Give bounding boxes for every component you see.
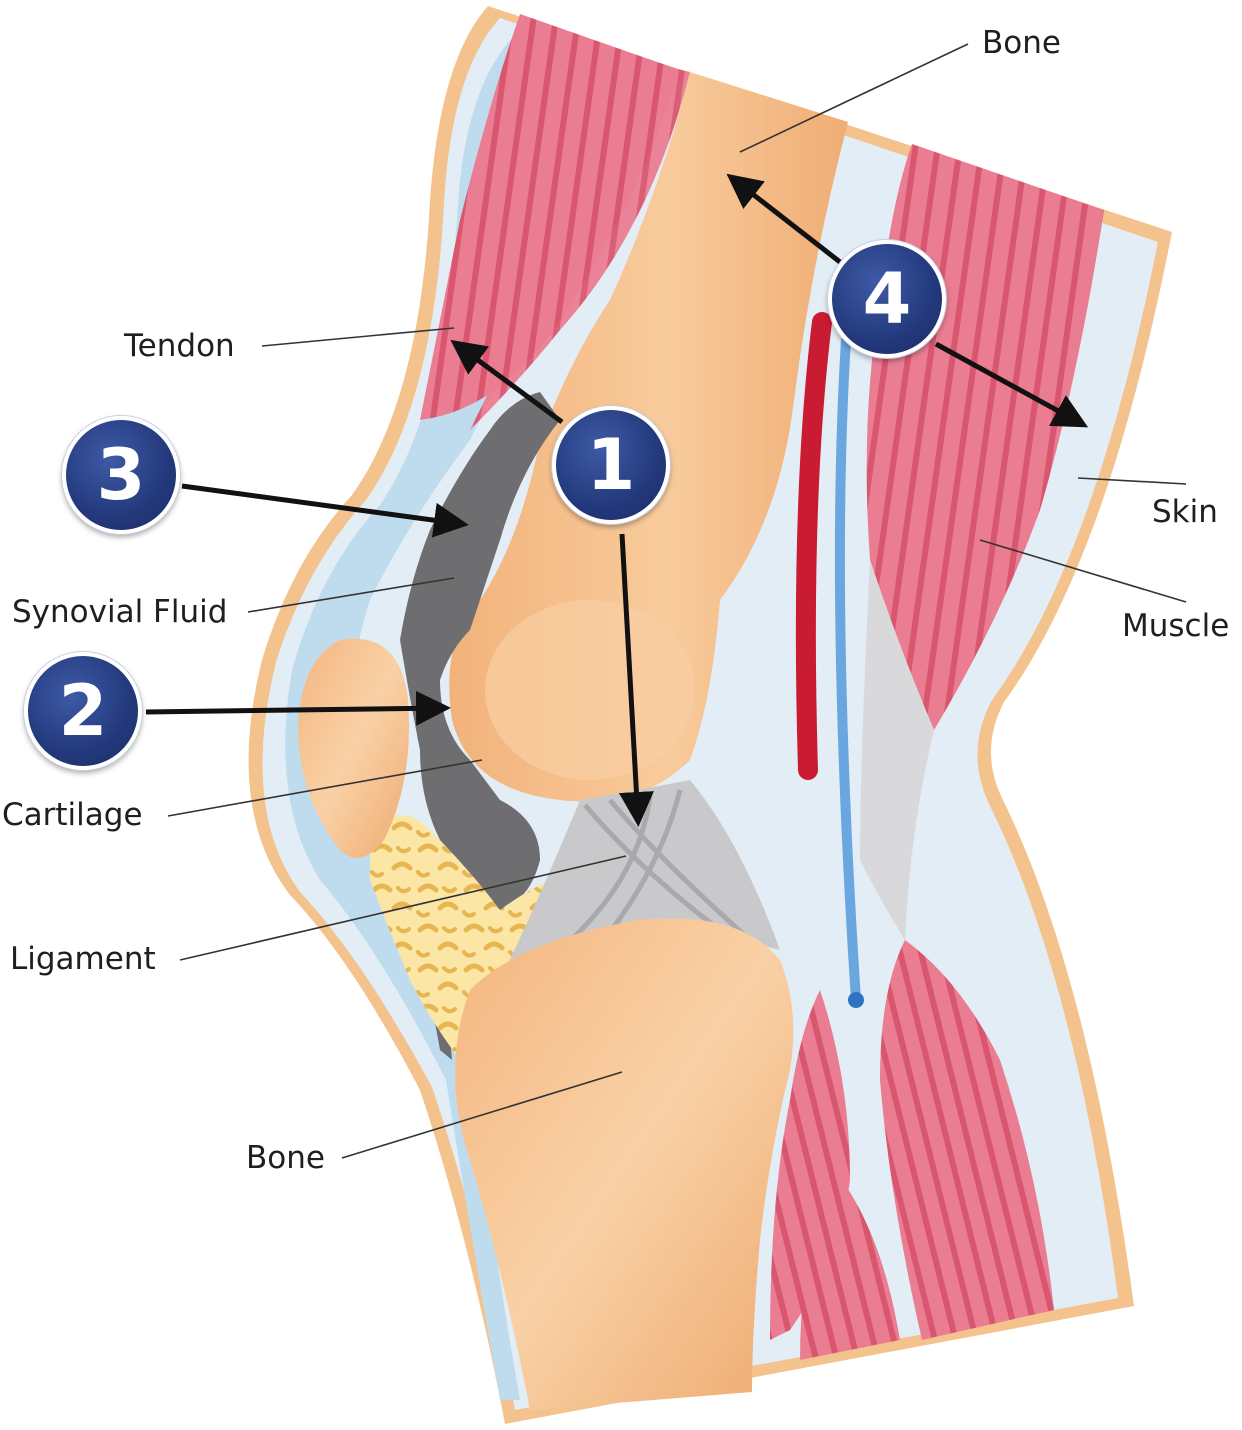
label-bone-bottom: Bone <box>246 1140 325 1176</box>
patella <box>298 638 409 858</box>
label-skin: Skin <box>1152 494 1218 530</box>
calf-muscle-b <box>800 1160 900 1360</box>
badge-3: 3 <box>62 416 180 534</box>
badge-1: 1 <box>552 406 670 524</box>
back-tendon <box>860 560 934 940</box>
label-cartilage: Cartilage <box>2 797 143 833</box>
fat-pad <box>370 815 580 1060</box>
badge-4: 4 <box>828 240 946 358</box>
femur-condyle <box>485 600 695 780</box>
tibia <box>455 918 794 1410</box>
vein <box>834 335 861 1005</box>
label-synovial-fluid: Synovial Fluid <box>12 594 228 630</box>
arrows <box>145 173 1089 827</box>
vein-end <box>848 992 864 1008</box>
artery <box>795 312 832 780</box>
label-ligament: Ligament <box>10 941 156 977</box>
label-bone-top: Bone <box>982 25 1061 61</box>
leader-lines <box>167 43 1187 1159</box>
front-muscle-lower <box>470 40 690 430</box>
label-tendon: Tendon <box>124 328 235 364</box>
label-muscle: Muscle <box>1122 608 1230 644</box>
back-muscle-lower <box>880 940 1054 1340</box>
badge-2: 2 <box>24 652 142 770</box>
